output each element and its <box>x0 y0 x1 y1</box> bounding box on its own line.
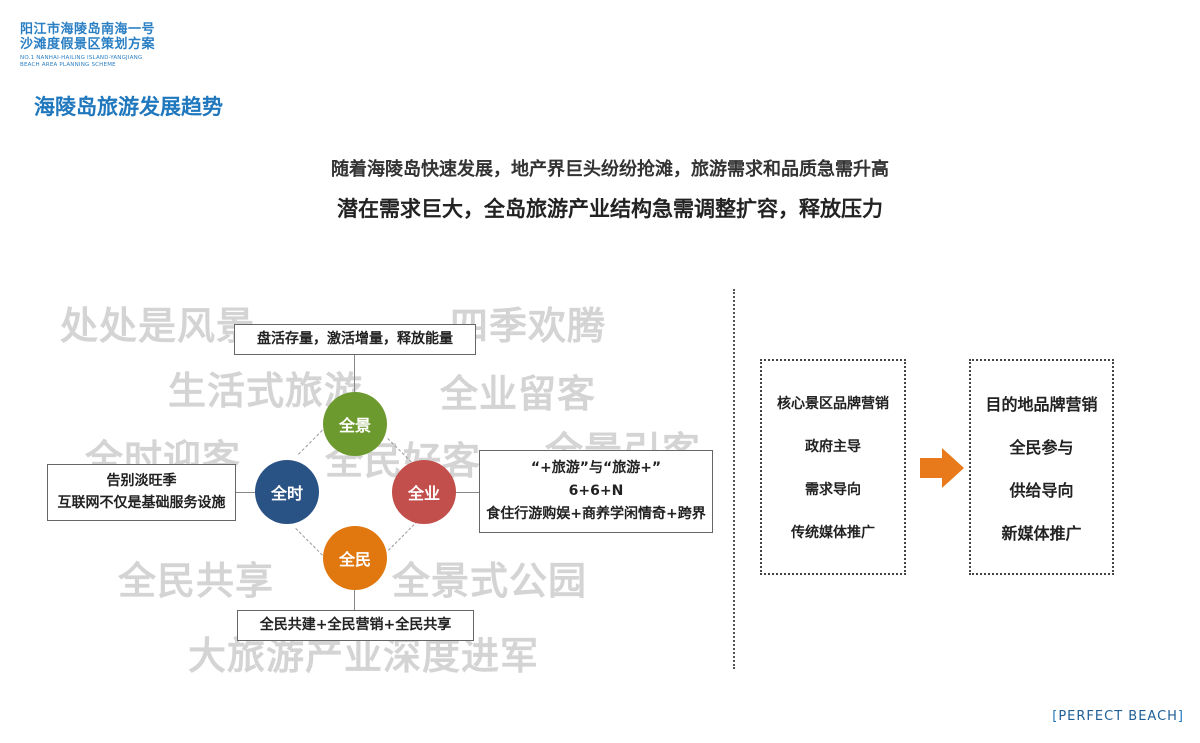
before-item: 传统媒体推广 <box>791 524 875 541</box>
right-arrow-icon <box>920 448 964 488</box>
vertical-divider <box>733 289 735 669</box>
top-box: 盘活存量，激活增量，释放能量 <box>234 324 476 355</box>
right-box-line: 食住行游购娱+商养学闲情奇+跨界 <box>486 506 706 522</box>
watermark-text: 处处是风景 <box>60 304 256 348</box>
after-item: 新媒体推广 <box>1001 523 1082 543</box>
bracket-left: [ <box>1052 709 1059 724</box>
before-item: 政府主导 <box>805 438 861 455</box>
connector-line <box>354 582 355 610</box>
circle-quanshi: 全时 <box>255 460 319 524</box>
before-box: 核心景区品牌营销 政府主导 需求导向 传统媒体推广 <box>760 359 906 575</box>
bottom-box: 全民共建+全民营销+全民共享 <box>237 610 474 641</box>
right-box: “+旅游”与“旅游+” 6+6+N 食住行游购娱+商养学闲情奇+跨界 <box>479 450 713 533</box>
connector-line <box>236 492 256 493</box>
connector-line <box>354 354 355 400</box>
headline-line-1: 随着海陵岛快速发展，地产界巨头纷纷抢滩，旅游需求和品质急需升高 <box>331 159 889 180</box>
left-box-line: 互联网不仅是基础服务设施 <box>57 495 226 511</box>
footer-logo: [PERFECT BEACH] <box>1052 709 1184 724</box>
logo-line-1: 阳江市海陵岛南海一号 <box>20 22 156 37</box>
logo-line-2: 沙滩度假景区策划方案 <box>20 37 156 52</box>
section-title: 海陵岛旅游发展趋势 <box>34 95 223 119</box>
before-item: 需求导向 <box>805 481 861 498</box>
watermark-text: 全景式公园 <box>392 559 588 603</box>
circle-quanye: 全业 <box>392 460 456 524</box>
right-box-line: 6+6+N <box>568 483 624 499</box>
after-item: 目的地品牌营销 <box>985 394 1098 414</box>
circle-quanmin: 全民 <box>323 526 387 590</box>
watermark-text: 全业留客 <box>440 372 597 416</box>
logo: 阳江市海陵岛南海一号 沙滩度假景区策划方案 NO.1 NANHAI-HAILIN… <box>20 22 155 69</box>
left-box: 告别淡旺季 互联网不仅是基础服务设施 <box>47 464 236 521</box>
footer-logo-text: PERFECT BEACH <box>1058 709 1178 724</box>
watermark-text: 全民共享 <box>118 559 275 603</box>
logo-line-3: NO.1 NANHAI-HAILING ISLAND-YANGJIANG <box>20 55 143 61</box>
after-item: 全民参与 <box>1009 437 1074 457</box>
after-item: 供给导向 <box>1009 480 1074 500</box>
left-box-line: 告别淡旺季 <box>106 473 177 489</box>
bracket-right: ] <box>1177 709 1184 724</box>
logo-line-4: BEACH AREA PLANNING SCHEME <box>20 62 116 68</box>
headline-line-2: 潜在需求巨大，全岛旅游产业结构急需调整扩容，释放压力 <box>337 197 883 221</box>
watermark-text: 大旅游产业深度进军 <box>188 634 540 678</box>
circle-quanjing: 全景 <box>323 392 387 456</box>
connector-line <box>454 492 479 493</box>
before-item: 核心景区品牌营销 <box>777 395 889 412</box>
after-box: 目的地品牌营销 全民参与 供给导向 新媒体推广 <box>969 359 1114 575</box>
right-box-line: “+旅游”与“旅游+” <box>530 460 662 476</box>
